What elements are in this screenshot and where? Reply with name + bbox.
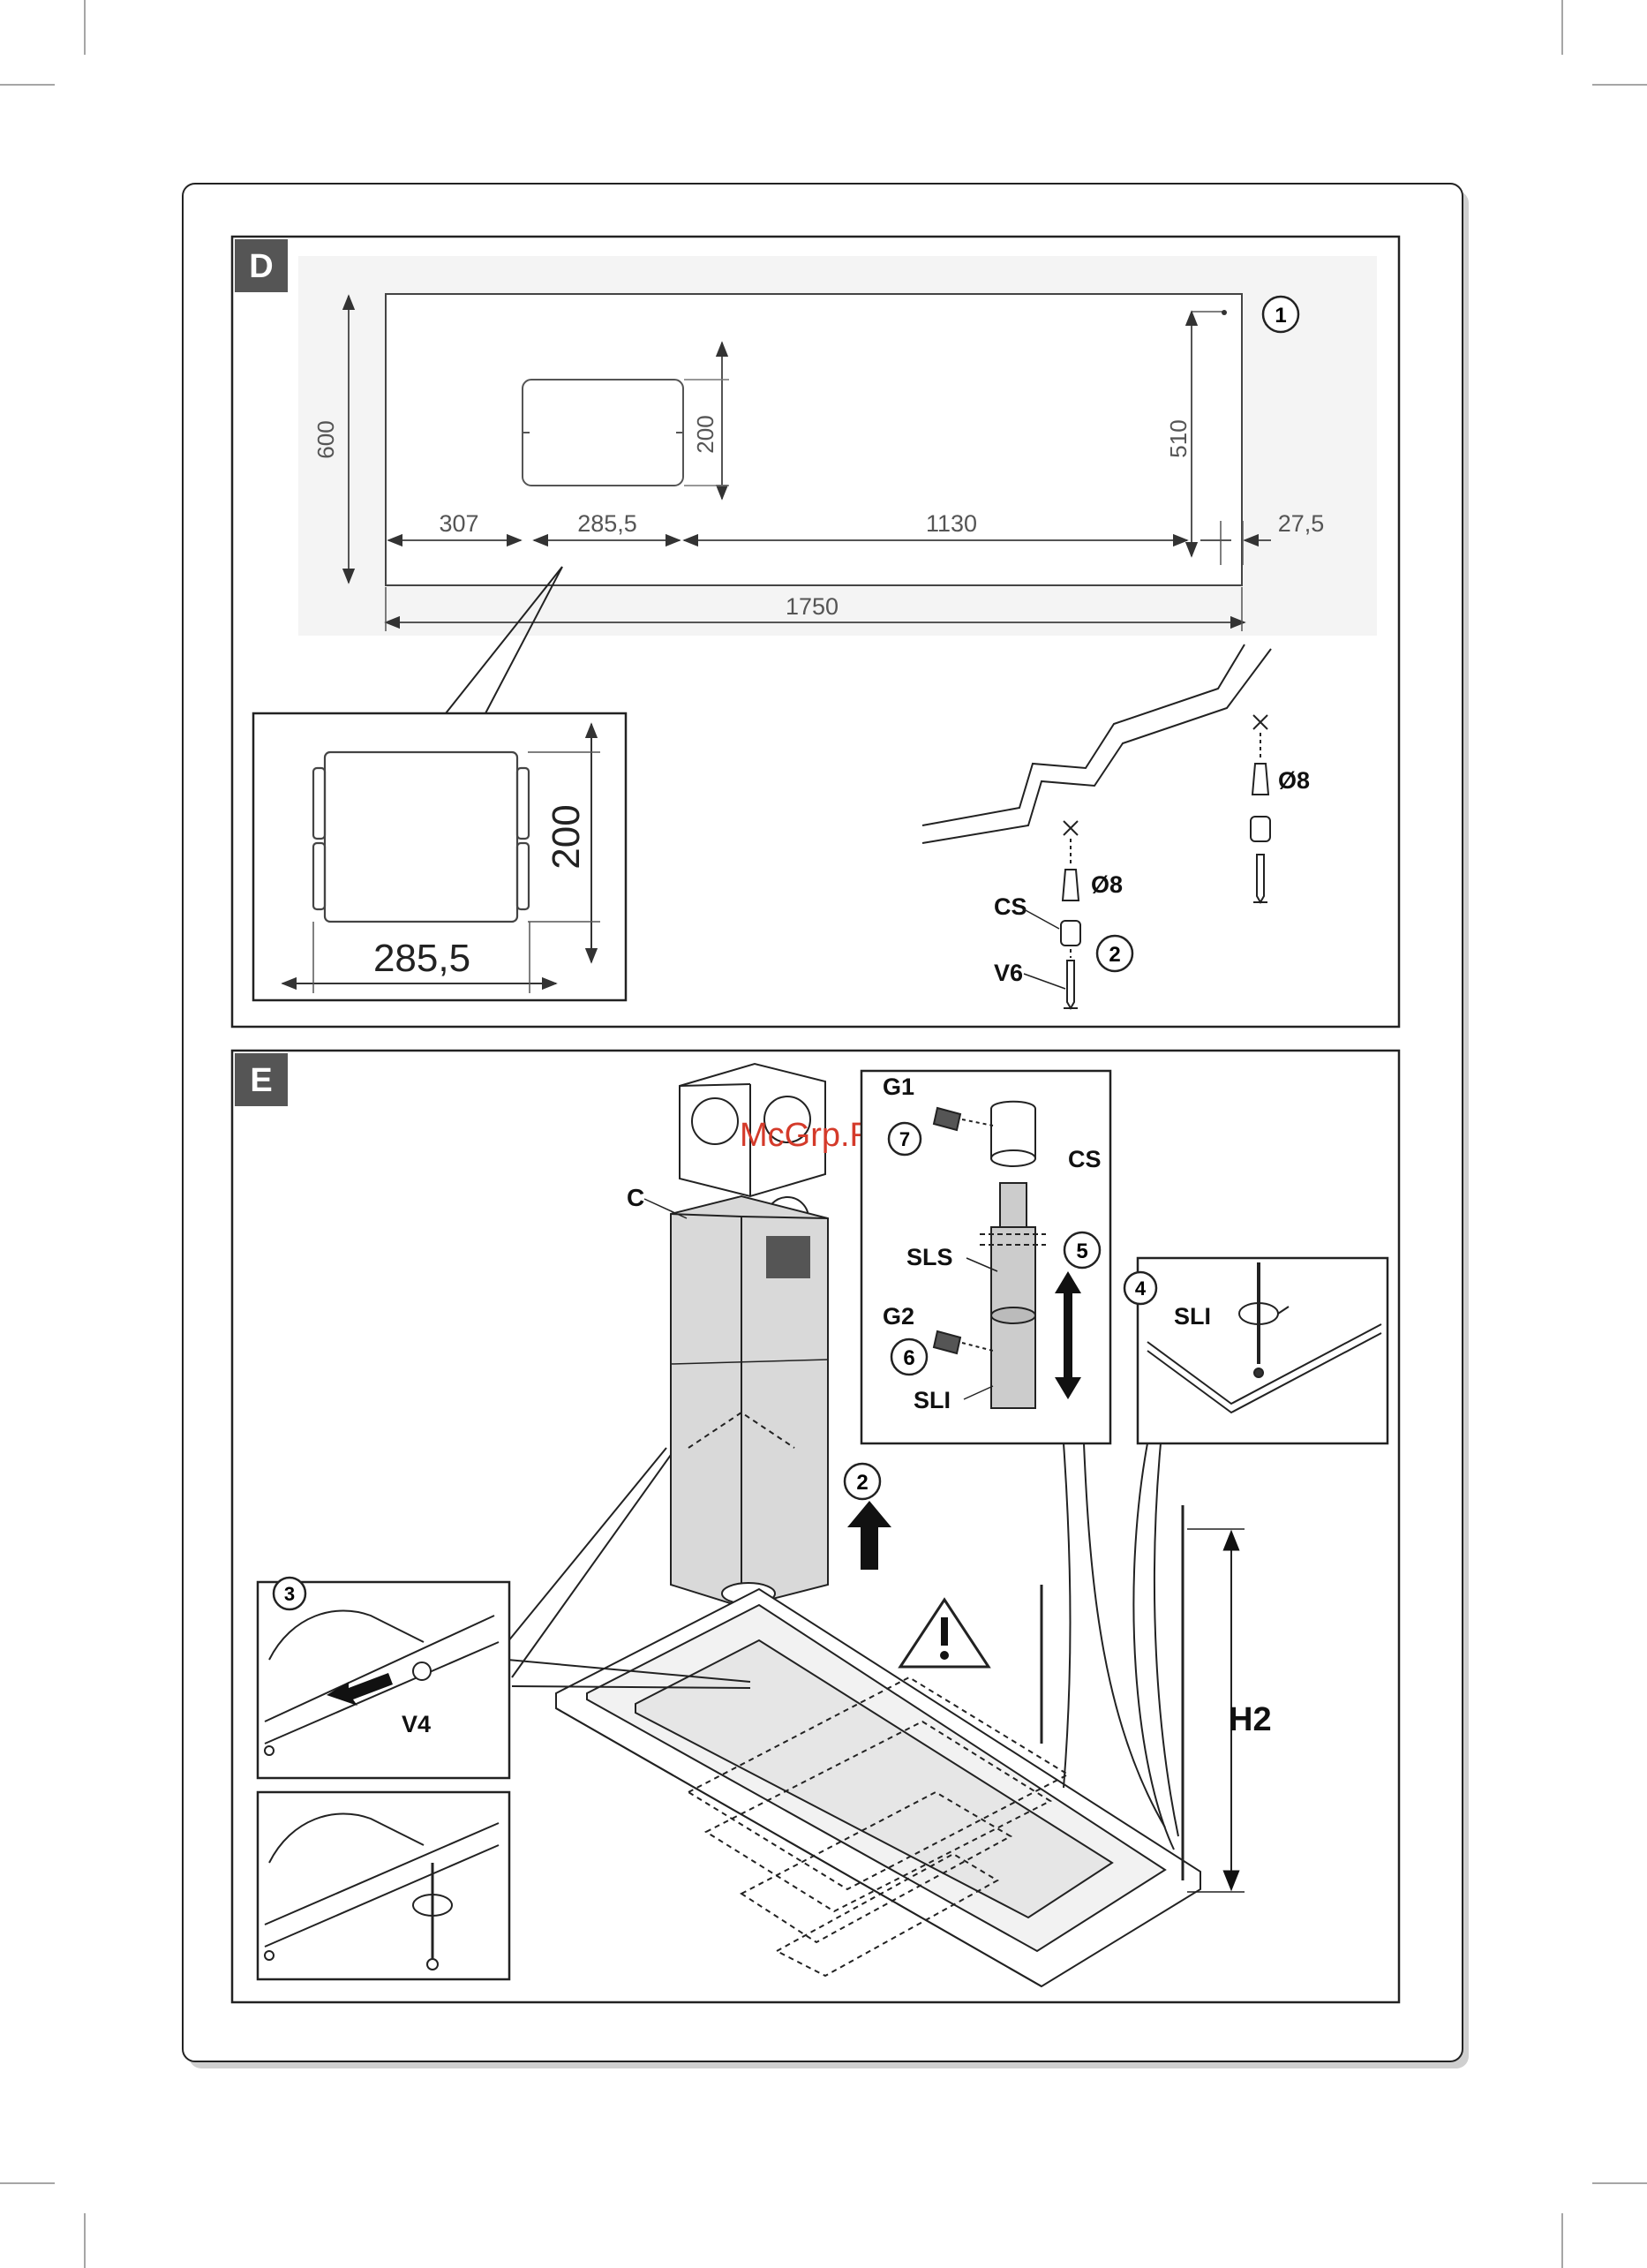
label-cs-e: CS — [1068, 1146, 1102, 1172]
dim-1750: 1750 — [786, 593, 839, 620]
detail-dim-285-5: 285,5 — [373, 937, 470, 980]
step-3-number: 3 — [284, 1583, 295, 1605]
step-4-number: 4 — [1135, 1277, 1147, 1300]
label-v4: V4 — [402, 1711, 431, 1737]
anchor-d8-left: Ø8 — [1091, 871, 1123, 898]
step-6-number: 6 — [903, 1346, 914, 1370]
step-1-number: 1 — [1275, 304, 1286, 328]
dim-285-5: 285,5 — [577, 510, 637, 537]
screw-detail-box-bottom — [258, 1792, 509, 1979]
anchor-d8-right: Ø8 — [1278, 767, 1310, 794]
dim-600: 600 — [312, 420, 339, 458]
ceiling-template — [386, 294, 1242, 585]
label-g2: G2 — [883, 1303, 914, 1330]
step-2-number-e: 2 — [856, 1471, 868, 1495]
step-2-number-d: 2 — [1109, 943, 1120, 967]
label-cs-d: CS — [994, 893, 1027, 920]
dim-27-5: 27,5 — [1278, 510, 1325, 537]
dim-307: 307 — [439, 510, 478, 537]
dim-200: 200 — [692, 415, 718, 453]
dim-1130: 1130 — [926, 510, 977, 537]
label-g1: G1 — [883, 1074, 914, 1100]
label-v6: V6 — [994, 960, 1023, 986]
label-c: C — [627, 1184, 644, 1211]
chimney-cover — [671, 1196, 828, 1607]
step-5-number: 5 — [1076, 1239, 1087, 1263]
panel-d-tag: D — [249, 248, 273, 285]
step-7-number: 7 — [899, 1128, 910, 1150]
label-sls: SLS — [906, 1244, 953, 1270]
panel-e-tag: E — [250, 1062, 272, 1099]
label-sli-2: SLI — [1174, 1303, 1211, 1330]
label-sli: SLI — [914, 1387, 951, 1413]
rod-fix-detail-box — [1138, 1258, 1388, 1443]
panel-e: E C McGrp.Ru 2 — [232, 1051, 1399, 2002]
detail-dim-200: 200 — [545, 804, 588, 869]
label-h2: H2 — [1229, 1701, 1272, 1738]
dim-510: 510 — [1165, 419, 1192, 457]
panel-d: D 600 200 510 30 — [232, 237, 1399, 1027]
